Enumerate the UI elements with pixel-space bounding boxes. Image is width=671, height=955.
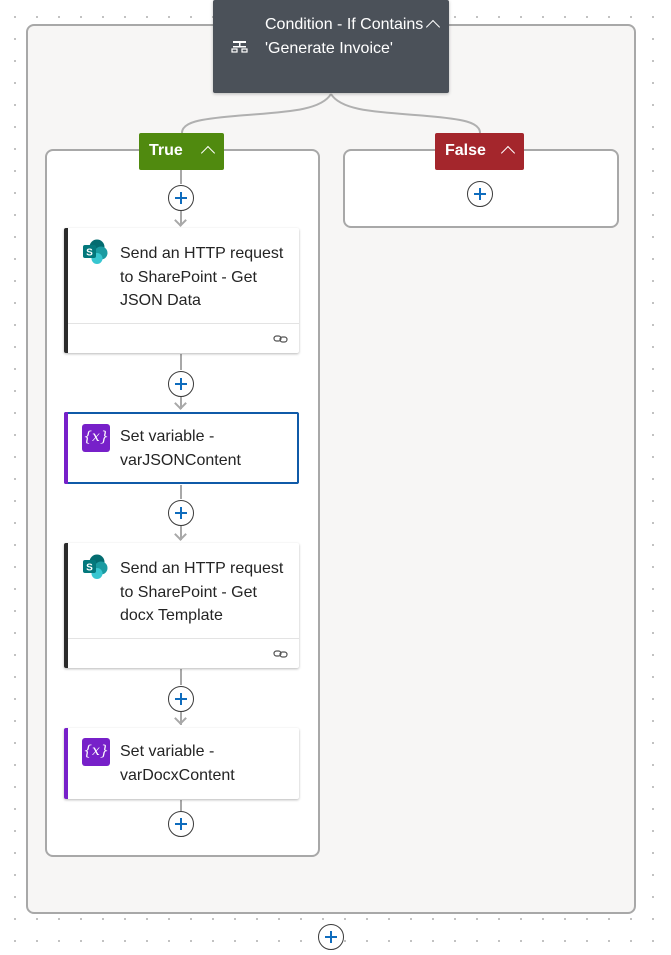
selection-frame [64, 412, 299, 484]
sharepoint-icon: S [83, 554, 108, 579]
card-accent [64, 228, 68, 353]
svg-text:S: S [86, 563, 93, 574]
add-step-after-condition-button[interactable] [318, 924, 344, 950]
false-add-step-button[interactable] [467, 181, 493, 207]
true-branch-label: True [149, 142, 183, 159]
action-card-get-docx-template[interactable]: S Send an HTTP request to SharePoint - G… [64, 543, 299, 668]
condition-title: Condition - If Contains 'Generate Invoic… [265, 16, 424, 57]
add-step-button[interactable] [168, 185, 194, 211]
false-collapse-chevron-icon[interactable] [500, 145, 516, 161]
sharepoint-icon: S [83, 239, 108, 264]
false-branch-label: False [445, 142, 486, 159]
connector-line [180, 354, 182, 370]
connector-line [180, 211, 182, 225]
connector-line [180, 526, 182, 540]
connector-line [180, 485, 182, 499]
action-title: Set variable - varJSONContent [120, 428, 241, 469]
connector-line [180, 669, 182, 685]
false-branch-header[interactable]: False [435, 133, 524, 170]
link-icon [273, 650, 288, 658]
true-collapse-chevron-icon[interactable] [200, 145, 216, 161]
connector-line [180, 396, 182, 409]
action-card-set-vardocxcontent[interactable]: {x} Set variable - varDocxContent [64, 728, 299, 799]
card-divider [68, 323, 299, 324]
svg-text:S: S [86, 248, 93, 259]
card-divider [68, 638, 299, 639]
connector-line [180, 711, 182, 725]
action-title: Set variable - varDocxContent [120, 743, 235, 784]
link-icon [273, 335, 288, 343]
action-title: Send an HTTP request to SharePoint - Get… [120, 560, 284, 624]
add-step-button[interactable] [168, 811, 194, 837]
action-title: Send an HTTP request to SharePoint - Get… [120, 245, 284, 309]
card-accent [64, 728, 68, 799]
add-step-button[interactable] [168, 686, 194, 712]
action-card-set-varjsoncontent[interactable]: {x} Set variable - varJSONContent [64, 412, 299, 484]
condition-icon [231, 41, 248, 53]
add-step-button[interactable] [168, 500, 194, 526]
variable-icon: {x} [82, 738, 110, 766]
variable-icon: {x} [82, 424, 110, 452]
connector-line [180, 800, 182, 811]
connector-line [180, 170, 182, 184]
card-accent [64, 543, 68, 668]
condition-header[interactable]: Condition - If Contains 'Generate Invoic… [213, 0, 449, 93]
collapse-chevron-icon[interactable] [425, 19, 441, 35]
action-card-get-json-data[interactable]: S Send an HTTP request to SharePoint - G… [64, 228, 299, 353]
card-accent [64, 412, 68, 484]
add-step-button[interactable] [168, 371, 194, 397]
true-branch-header[interactable]: True [139, 133, 224, 170]
